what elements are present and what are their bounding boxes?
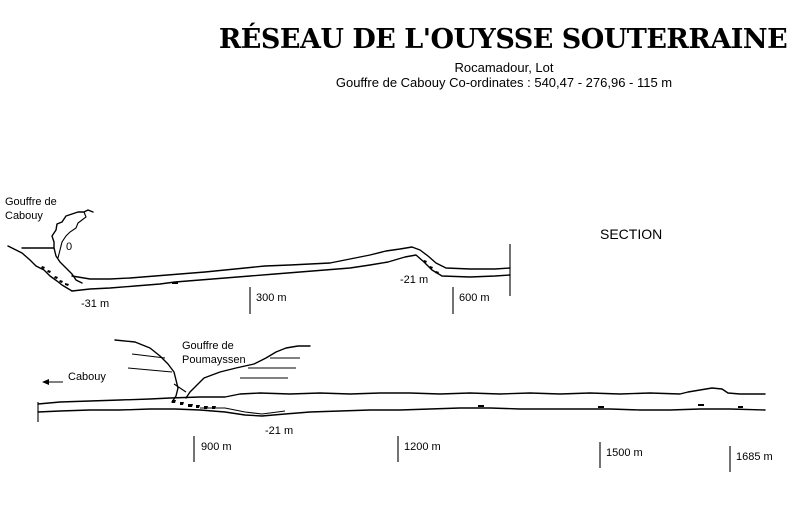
upper-slope-rubble <box>423 260 439 274</box>
shaft-ledge-1 <box>131 353 166 359</box>
depth-end-label: -21 m <box>400 274 428 286</box>
cabouy-name-line1: Gouffre de <box>5 196 57 208</box>
marker-900-label: 900 m <box>201 441 232 453</box>
poumayssen-name-line1: Gouffre de <box>182 340 234 352</box>
upper-floor-block <box>172 282 178 284</box>
diagram-title: RÉSEAU DE L'OUYSSE SOUTERRAINE <box>219 22 787 55</box>
upper-gallery-roof <box>71 246 511 280</box>
shaft-ledge-2 <box>127 367 173 373</box>
cabouy-rubble <box>41 266 69 286</box>
lower-floor-detail <box>200 407 286 415</box>
cabouy-direction-label: Cabouy <box>68 371 106 383</box>
lower-section: Gouffre de Poumayssen Cabouy -21 m 900 m… <box>37 339 773 472</box>
poumayssen-shaft-left <box>114 339 179 403</box>
upper-gallery-floor <box>71 254 511 292</box>
poumayssen-rubble <box>172 400 216 409</box>
marker-300-label: 300 m <box>256 292 287 304</box>
poumayssen-shaft-right <box>185 345 311 399</box>
lower-gallery-roof <box>37 387 766 405</box>
poumayssen-name-line2: Poumayssen <box>182 354 246 366</box>
marker-1500-label: 1500 m <box>606 447 643 459</box>
shaft-ledge-6 <box>173 383 187 393</box>
arrow-head-icon <box>42 379 49 385</box>
section-label: SECTION <box>600 226 662 242</box>
marker-1685-label: 1685 m <box>736 451 773 463</box>
lower-floor-blocks <box>478 404 743 408</box>
cabouy-entrance-wall <box>7 245 73 292</box>
marker-600-label: 600 m <box>459 292 490 304</box>
cabouy-shaft-branch <box>57 211 87 259</box>
location-text: Rocamadour, Lot <box>454 60 553 75</box>
cabouy-shaft-right <box>53 247 83 284</box>
upper-section: Gouffre de Cabouy 0 -31 m -21 m 300 m 60… <box>5 196 511 314</box>
marker-1200-label: 1200 m <box>404 441 441 453</box>
cabouy-name-line2: Cabouy <box>5 210 43 222</box>
coordinates-text: Gouffre de Cabouy Co-ordinates : 540,47 … <box>336 75 672 90</box>
lower-gallery-floor <box>37 407 766 417</box>
depth-low-label: -31 m <box>81 298 109 310</box>
depth-zero-label: 0 <box>66 241 72 253</box>
lower-depth-label: -21 m <box>265 425 293 437</box>
